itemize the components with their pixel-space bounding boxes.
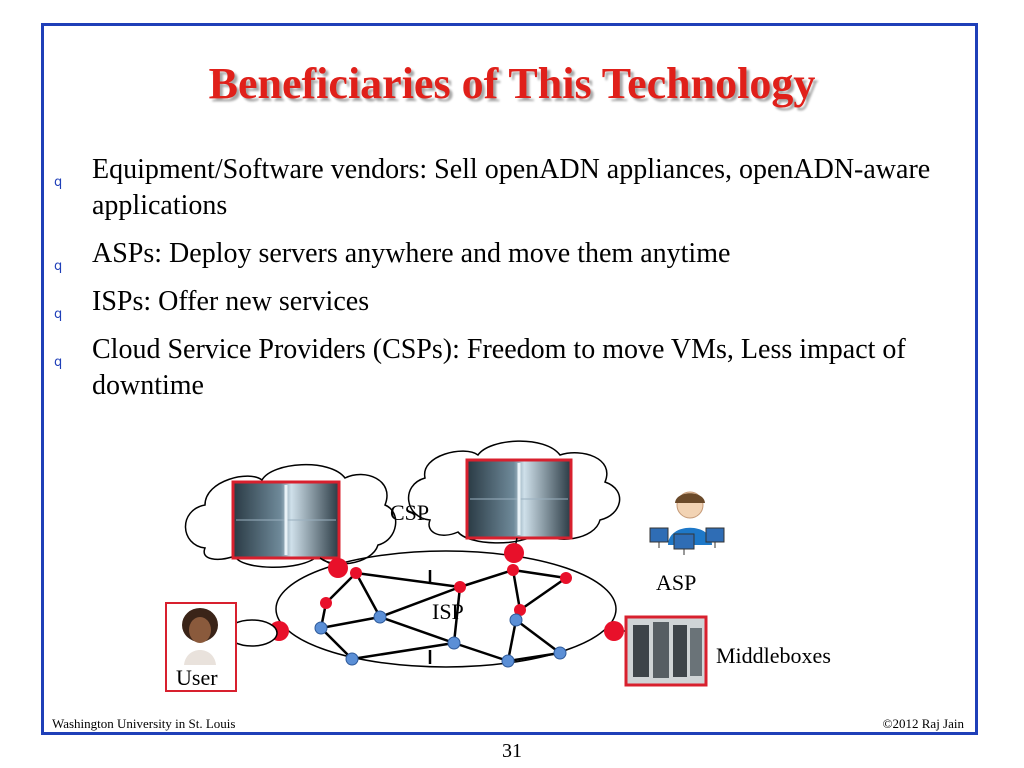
asp-user-computers-icon bbox=[649, 491, 725, 555]
bullet-item-isps: q ISPs: Offer new services bbox=[52, 284, 932, 322]
bullet-text: Equipment/Software vendors: Sell openADN… bbox=[92, 154, 931, 221]
user-avatar-icon bbox=[165, 602, 237, 692]
isp-label: ISP bbox=[432, 599, 464, 624]
bullet-list: q Equipment/Software vendors: Sell openA… bbox=[52, 152, 932, 416]
datacenter-image-icon bbox=[465, 458, 573, 540]
middleboxes-rack-icon bbox=[624, 615, 708, 687]
footer-copyright: ©2012 Raj Jain bbox=[882, 716, 964, 731]
slide-title: Beneficiaries of This Technology bbox=[208, 59, 816, 108]
slide-frame bbox=[41, 23, 978, 735]
bullet-item-vendors: q Equipment/Software vendors: Sell openA… bbox=[52, 152, 932, 224]
middleboxes-label: Middleboxes bbox=[716, 643, 831, 668]
page-number: 31 bbox=[502, 740, 522, 762]
user-label: User bbox=[176, 665, 218, 690]
bullet-text: ASPs: Deploy servers anywhere and move t… bbox=[92, 238, 731, 269]
bullet-text: ISPs: Offer new services bbox=[92, 286, 370, 317]
csp-label: CSP bbox=[390, 500, 429, 525]
bullet-item-asps: q ASPs: Deploy servers anywhere and move… bbox=[52, 236, 932, 274]
square-bullet-icon: q bbox=[54, 307, 63, 322]
asp-label: ASP bbox=[656, 570, 696, 595]
square-bullet-icon: q bbox=[54, 259, 63, 274]
square-bullet-icon: q bbox=[54, 175, 63, 190]
bullet-text: Cloud Service Providers (CSPs): Freedom … bbox=[92, 334, 906, 401]
blue-nodes bbox=[314, 610, 567, 668]
datacenter-image-icon bbox=[231, 480, 341, 560]
network-links bbox=[319, 568, 567, 664]
square-bullet-icon: q bbox=[54, 355, 63, 370]
bullet-item-csps: q Cloud Service Providers (CSPs): Freedo… bbox=[52, 332, 932, 404]
footer-institution: Washington University in St. Louis bbox=[52, 716, 236, 731]
isp-network-outline bbox=[275, 550, 617, 668]
red-nodes bbox=[269, 543, 624, 641]
